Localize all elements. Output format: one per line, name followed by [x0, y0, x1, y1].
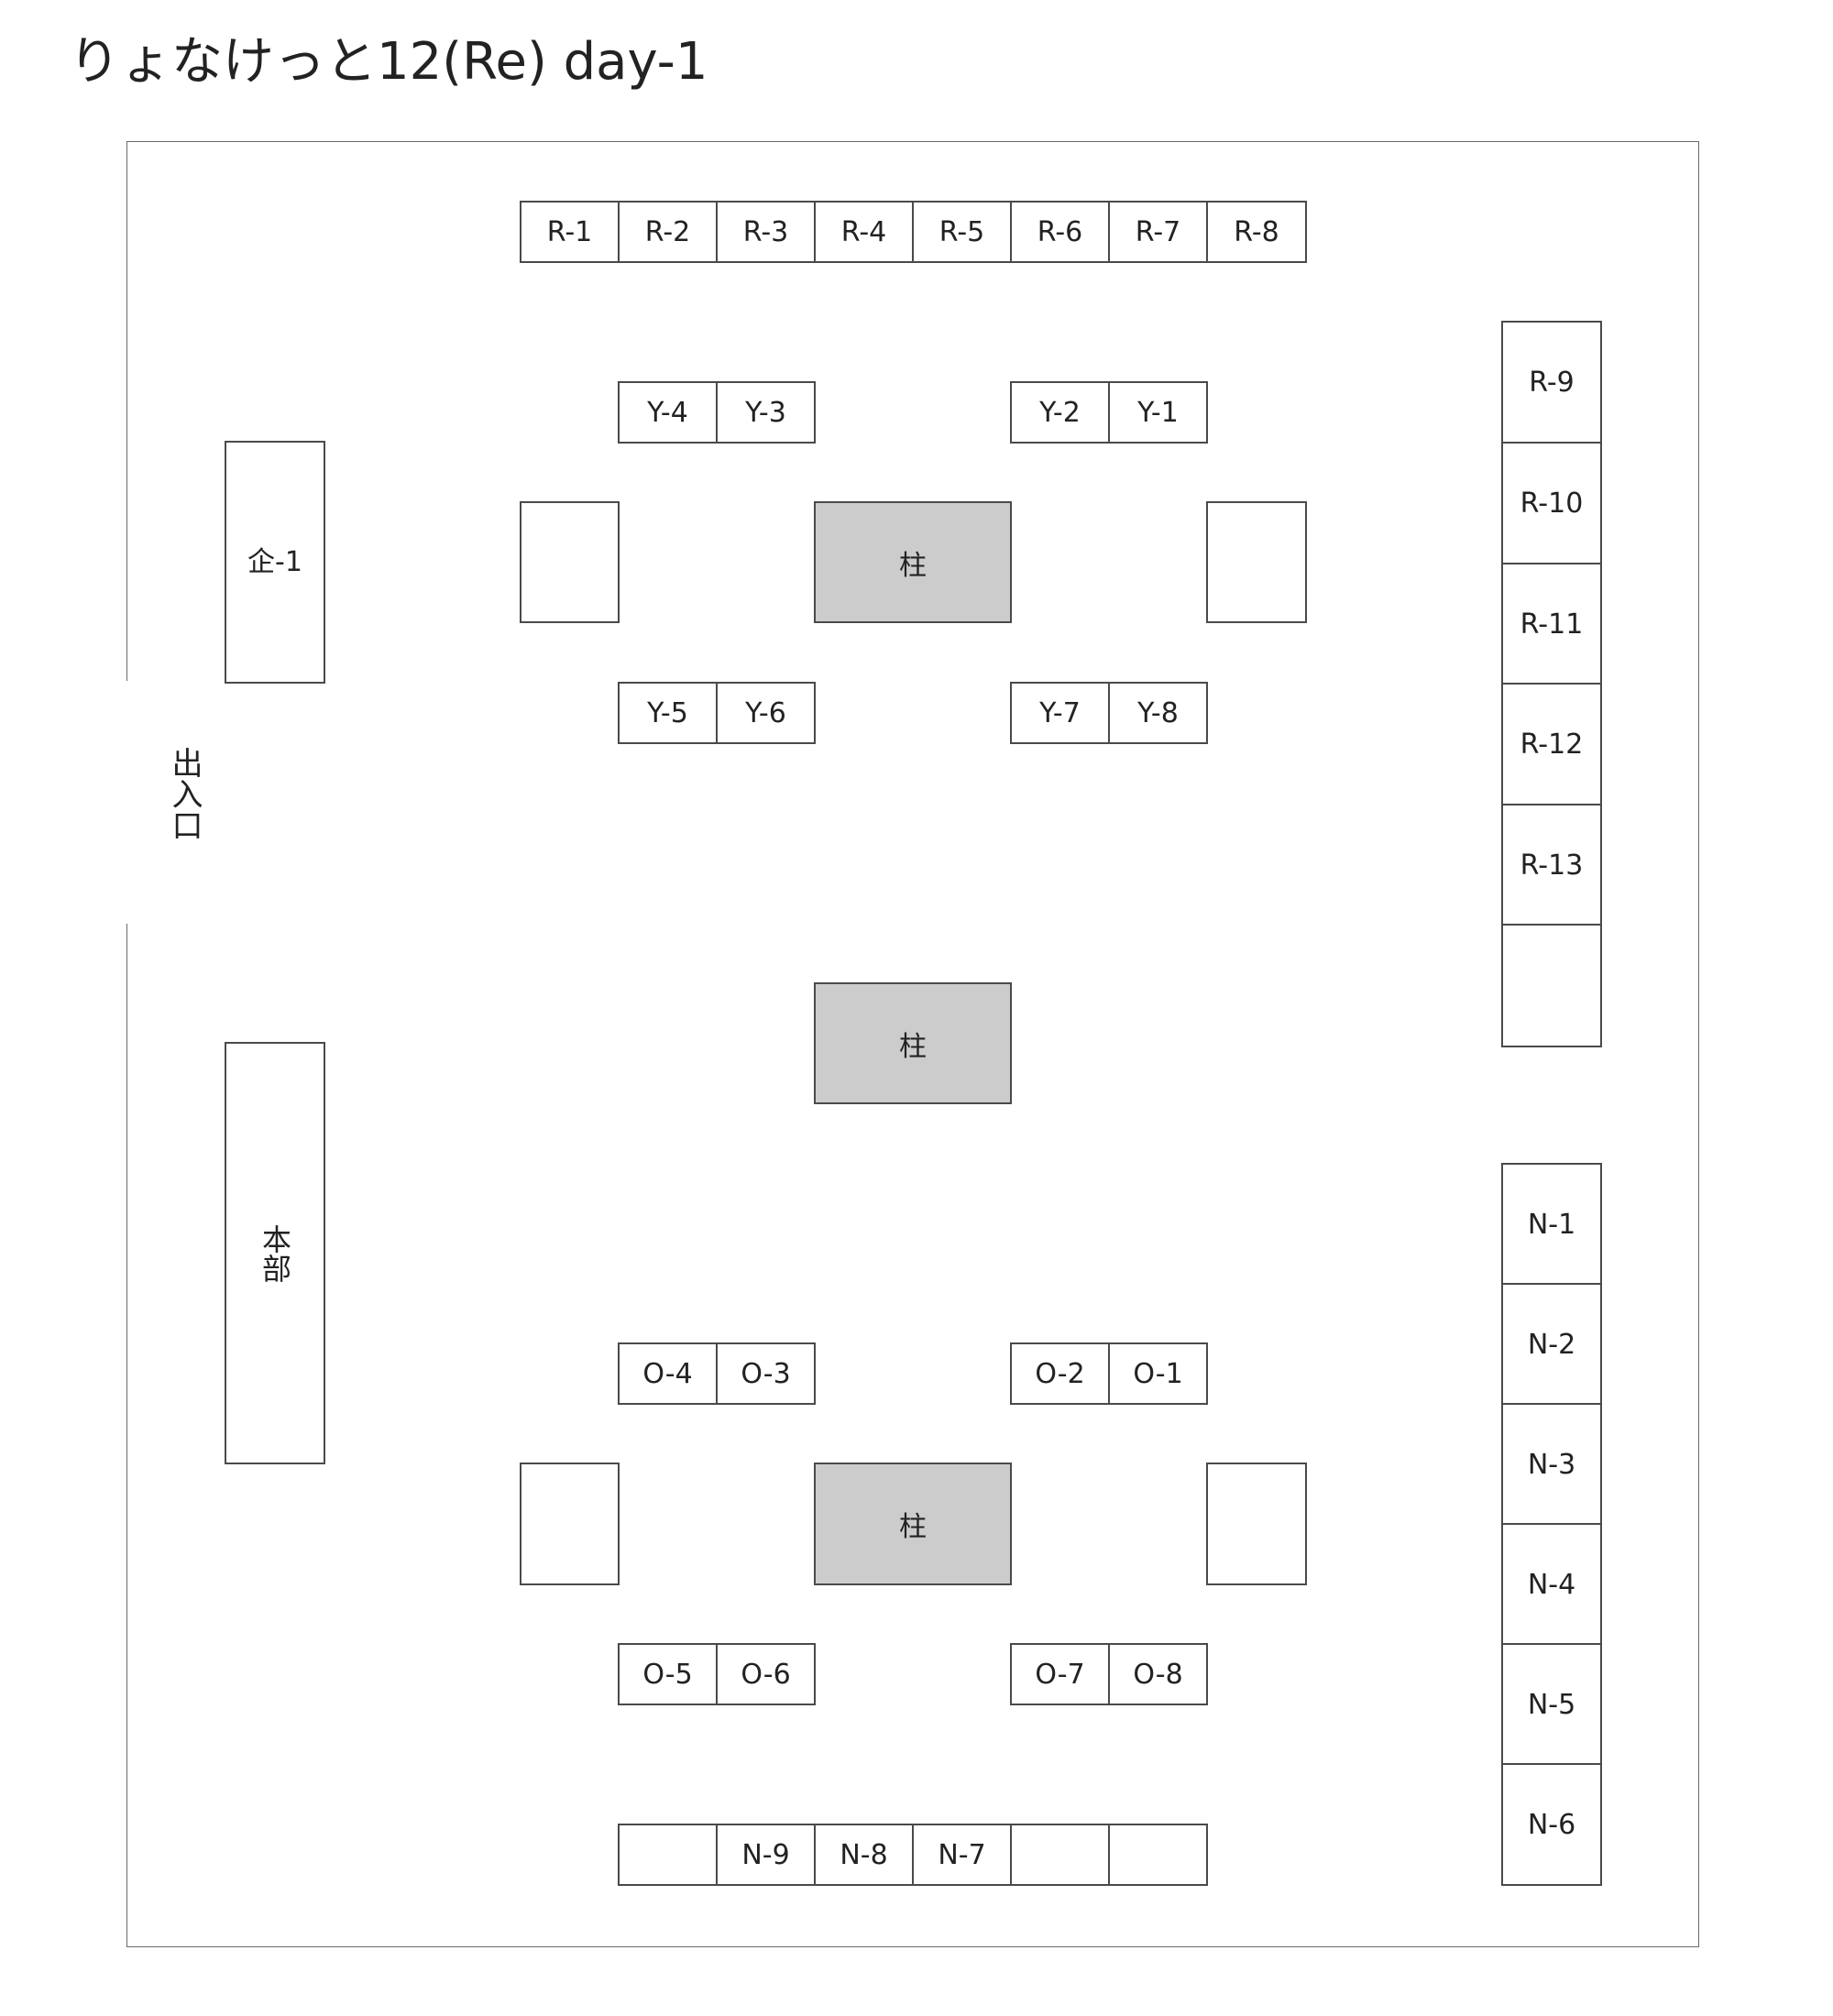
booth-N-1[interactable]: N-1 — [1501, 1163, 1602, 1286]
booth-R-4[interactable]: R-4 — [814, 201, 914, 263]
booth-blank-y-left[interactable] — [520, 501, 620, 623]
booth-O-6[interactable]: O-6 — [716, 1643, 816, 1705]
booth-O-3[interactable]: O-3 — [716, 1342, 816, 1405]
booth-O-1[interactable]: O-1 — [1108, 1342, 1208, 1405]
booth-R-10[interactable]: R-10 — [1501, 442, 1602, 564]
booth-O-8[interactable]: O-8 — [1108, 1643, 1208, 1705]
booth-R-7[interactable]: R-7 — [1108, 201, 1208, 263]
booth-O-2[interactable]: O-2 — [1010, 1342, 1110, 1405]
booth-blank-b3[interactable] — [1108, 1824, 1208, 1886]
booth-blank-r[interactable] — [1501, 924, 1602, 1047]
booth-blank-b1[interactable] — [618, 1824, 718, 1886]
headquarters[interactable]: 本部 — [225, 1042, 325, 1464]
booth-N-3[interactable]: N-3 — [1501, 1403, 1602, 1526]
booth-Y-7[interactable]: Y-7 — [1010, 682, 1110, 744]
booth-kikaku-1[interactable]: 企-1 — [225, 441, 325, 684]
booth-Y-6[interactable]: Y-6 — [716, 682, 816, 744]
booth-blank-o-left[interactable] — [520, 1463, 620, 1585]
booth-R-9[interactable]: R-9 — [1501, 321, 1602, 444]
booth-N-9[interactable]: N-9 — [716, 1824, 816, 1886]
booth-R-13[interactable]: R-13 — [1501, 804, 1602, 926]
booth-blank-y-right[interactable] — [1206, 501, 1307, 623]
booth-R-2[interactable]: R-2 — [618, 201, 718, 263]
entrance-opening — [123, 681, 130, 924]
booth-Y-5[interactable]: Y-5 — [618, 682, 718, 744]
booth-R-6[interactable]: R-6 — [1010, 201, 1110, 263]
booth-R-11[interactable]: R-11 — [1501, 563, 1602, 685]
booth-R-8[interactable]: R-8 — [1206, 201, 1307, 263]
booth-R-5[interactable]: R-5 — [912, 201, 1012, 263]
pillar-1: 柱 — [814, 501, 1012, 623]
pillar-3: 柱 — [814, 1463, 1012, 1585]
booth-Y-8[interactable]: Y-8 — [1108, 682, 1208, 744]
booth-N-6[interactable]: N-6 — [1501, 1763, 1602, 1886]
pillar-2: 柱 — [814, 982, 1012, 1104]
booth-R-1[interactable]: R-1 — [520, 201, 620, 263]
booth-N-7[interactable]: N-7 — [912, 1824, 1012, 1886]
booth-N-4[interactable]: N-4 — [1501, 1523, 1602, 1646]
venue-floor — [126, 141, 1699, 1947]
booth-Y-3[interactable]: Y-3 — [716, 381, 816, 444]
booth-blank-b2[interactable] — [1010, 1824, 1110, 1886]
booth-O-4[interactable]: O-4 — [618, 1342, 718, 1405]
booth-N-5[interactable]: N-5 — [1501, 1643, 1602, 1766]
booth-R-12[interactable]: R-12 — [1501, 683, 1602, 805]
kikaku-label: 企-1 — [247, 545, 302, 578]
entrance-label: 出入口 — [166, 747, 203, 840]
booth-Y-1[interactable]: Y-1 — [1108, 381, 1208, 444]
booth-R-3[interactable]: R-3 — [716, 201, 816, 263]
booth-blank-o-right[interactable] — [1206, 1463, 1307, 1585]
booth-N-8[interactable]: N-8 — [814, 1824, 914, 1886]
booth-N-2[interactable]: N-2 — [1501, 1283, 1602, 1406]
page-title: りょなけっと12(Re) day-1 — [69, 32, 708, 92]
booth-Y-2[interactable]: Y-2 — [1010, 381, 1110, 444]
booth-O-7[interactable]: O-7 — [1010, 1643, 1110, 1705]
booth-Y-4[interactable]: Y-4 — [618, 381, 718, 444]
booth-O-5[interactable]: O-5 — [618, 1643, 718, 1705]
